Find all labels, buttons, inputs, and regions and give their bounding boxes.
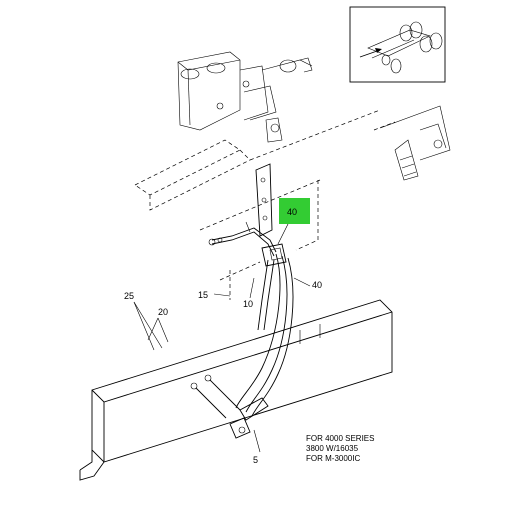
callout-10: 10 — [243, 299, 253, 309]
phantom-outline — [134, 109, 381, 300]
note-line-3: FOR M-3000IC — [306, 454, 360, 463]
brake-lines — [208, 221, 277, 331]
note-line-2: 3800 W/16035 — [306, 444, 359, 453]
frame-rail — [79, 299, 393, 481]
locator-inset — [349, 6, 446, 83]
callout-25: 25 — [124, 291, 134, 301]
master-cylinder-assembly — [177, 51, 313, 143]
callout-20: 20 — [158, 307, 168, 317]
pedal-assembly — [373, 105, 451, 181]
leader-lines — [133, 221, 311, 453]
callout-40: 40 — [312, 280, 322, 290]
callout-40-highlight: 40 — [287, 207, 297, 217]
note-line-1: FOR 4000 SERIES — [306, 434, 374, 443]
callout-15: 15 — [198, 290, 208, 300]
mounting-bracket — [255, 163, 287, 267]
applicability-note: FOR 4000 SERIES 3800 W/16035 FOR M-3000I… — [306, 434, 374, 463]
callout-5: 5 — [253, 455, 258, 465]
mounting-bolts — [190, 374, 241, 419]
highlight-box — [279, 198, 310, 224]
